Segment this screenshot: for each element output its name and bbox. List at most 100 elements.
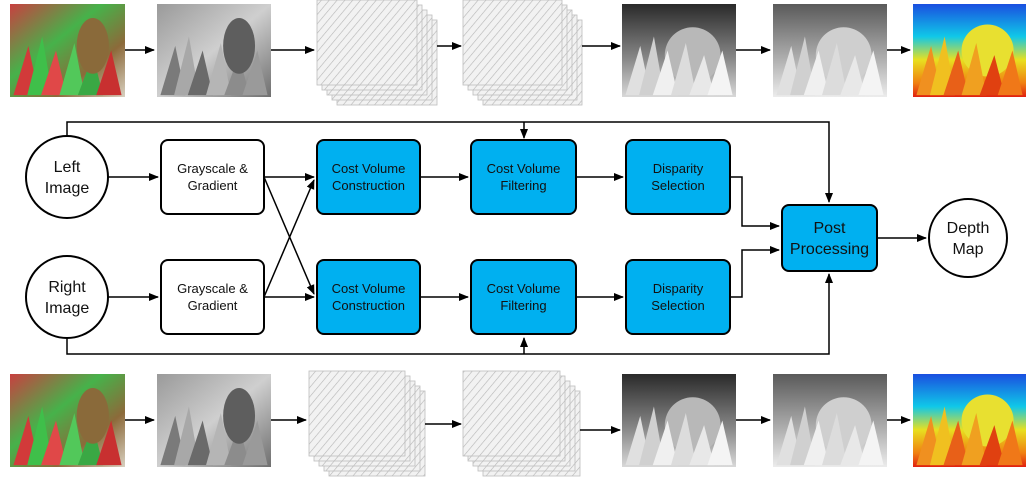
thumb-cone (206, 413, 232, 466)
thumbnail-colored-depth (913, 4, 1026, 97)
thumbnail-refined-disparity (773, 4, 887, 97)
thumb-cone (979, 425, 1005, 466)
thumb-cone (689, 425, 715, 466)
node-label: Processing (790, 241, 869, 258)
node-shape (316, 139, 421, 215)
node-label: Construction (332, 298, 405, 313)
node-shape (25, 135, 109, 219)
thumb-cone (997, 420, 1023, 466)
flow-connectors (66, 121, 927, 355)
thumb-cone (77, 425, 104, 466)
node-label: Cost Volume (332, 281, 406, 296)
node-label: Right (48, 279, 86, 296)
thumb-cone (41, 50, 67, 96)
thumb-cone (77, 55, 104, 96)
thumb-layer (462, 0, 563, 86)
connector (263, 179, 315, 298)
thumbnail-gradient-stack (308, 370, 426, 477)
node-label: Depth (947, 220, 990, 237)
node-shape (470, 259, 577, 335)
node-label: Disparity (653, 161, 704, 176)
node-shape (625, 259, 731, 335)
thumb-cone (943, 420, 969, 466)
thumb-cone (96, 420, 122, 466)
thumbnail-row-bottom (10, 370, 1026, 477)
thumbnail-row-top (10, 0, 1026, 106)
thumb-cone (206, 43, 232, 96)
node-label: Selection (651, 298, 704, 313)
thumb-cone (187, 50, 213, 96)
thumbnail-arrows (125, 42, 911, 434)
thumb-cone (997, 50, 1023, 96)
thumb-cone (187, 420, 213, 466)
node-shape (470, 139, 577, 215)
node-label: Cost Volume (332, 161, 406, 176)
thumb-cone (652, 420, 678, 466)
thumb-cone (858, 50, 884, 96)
thumbnail-gradient-stack (316, 0, 438, 106)
thumb-cone (224, 55, 250, 96)
thumb-cone (858, 420, 884, 466)
thumb-layer (462, 370, 561, 457)
node-label: Map (952, 241, 983, 258)
node-label: Gradient (188, 178, 238, 193)
node-label: Gradient (188, 298, 238, 313)
thumb-cone (961, 43, 987, 96)
thumb-mask (76, 17, 109, 74)
thumb-layer (308, 370, 406, 457)
thumb-cone (224, 425, 250, 466)
thumb-cone (803, 50, 829, 96)
thumbnail-refined-disparity (773, 374, 887, 467)
node-shape (316, 259, 421, 335)
node-label: Grayscale & (177, 281, 248, 296)
node-label: Post (813, 220, 846, 237)
node-shape (781, 204, 878, 272)
thumb-cone (242, 420, 268, 466)
thumb-cone (707, 420, 733, 466)
thumb-cone (96, 50, 122, 96)
thumb-cone (822, 413, 848, 466)
thumb-cone (671, 43, 697, 96)
thumb-mask (223, 17, 256, 74)
thumbnail-filtered-stack (462, 0, 583, 106)
thumb-cone (943, 50, 969, 96)
thumbnail-grayscale (157, 374, 271, 467)
thumb-cone (652, 50, 678, 96)
thumbnail-grayscale (157, 4, 271, 97)
thumb-cone (707, 50, 733, 96)
thumb-cone (961, 413, 987, 466)
thumb-cone (689, 55, 715, 96)
node-label: Construction (332, 178, 405, 193)
thumb-mask (223, 387, 256, 444)
thumbnail-colored-depth (913, 374, 1026, 467)
thumb-cone (242, 50, 268, 96)
node-gray-bottom: Grayscale & Gradient (160, 259, 265, 335)
thumb-cone (41, 420, 67, 466)
node-label: Filtering (500, 178, 546, 193)
node-label: Cost Volume (487, 161, 561, 176)
node-label: Grayscale & (177, 161, 248, 176)
thumb-cone (803, 420, 829, 466)
thumbnail-color-input (10, 4, 125, 97)
thumb-mask (76, 387, 109, 444)
thumb-cone (979, 55, 1005, 96)
thumb-cone (840, 425, 866, 466)
connector (66, 121, 833, 203)
node-shape (625, 139, 731, 215)
thumbnail-raw-disparity (622, 374, 736, 467)
connector (730, 246, 780, 298)
connector (730, 176, 780, 230)
connector (263, 176, 315, 295)
thumb-cone (840, 55, 866, 96)
node-shape (928, 198, 1008, 278)
